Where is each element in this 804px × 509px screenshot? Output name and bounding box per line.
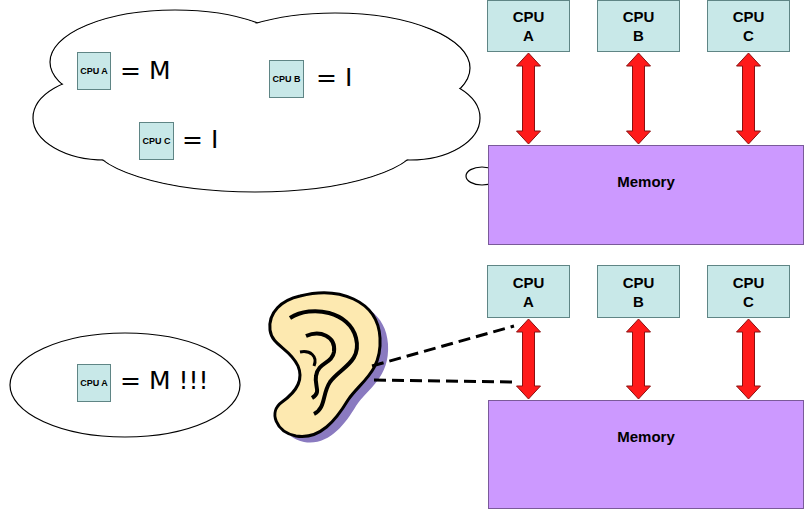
node-text: CPU A [80, 378, 108, 389]
cpu-box: CPU C [707, 265, 790, 318]
state-label: = I [316, 63, 352, 92]
state-label: = M !!! [120, 366, 208, 395]
node-text: CPU A [80, 66, 108, 77]
listen-lines [372, 326, 514, 382]
node-text: CPU A [513, 273, 545, 311]
state-label: = I [182, 125, 218, 154]
node-text: CPU A [513, 7, 545, 45]
bus-arrow [737, 53, 761, 144]
cpu-icon: CPU C [139, 122, 174, 160]
node-text: CPU C [733, 273, 765, 311]
bus-arrow [737, 319, 761, 399]
bus-arrow [517, 53, 541, 144]
cpu-icon: CPU B [269, 60, 304, 98]
node-text: Memory [617, 173, 675, 190]
state-label: = M [120, 56, 170, 85]
cpu-box: CPU C [707, 0, 790, 52]
node-text: CPU C [142, 136, 170, 147]
bus-arrow [627, 319, 651, 399]
bus-arrow [627, 53, 651, 144]
cpu-icon: CPU A [77, 52, 111, 90]
cpu-box: CPU B [597, 0, 680, 52]
cpu-box: CPU A [487, 265, 570, 318]
ear-icon [270, 293, 388, 443]
node-text: CPU C [733, 7, 765, 45]
node-text: Memory [617, 428, 675, 445]
cpu-box: CPU B [597, 265, 680, 318]
memory-box: Memory [488, 145, 804, 245]
node-text: CPU B [623, 273, 655, 311]
cpu-box: CPU A [487, 0, 570, 52]
memory-box: Memory [488, 400, 804, 509]
speech-oval [10, 333, 240, 437]
node-text: CPU B [272, 74, 300, 85]
cpu-icon: CPU A [77, 364, 111, 402]
node-text: CPU B [623, 7, 655, 45]
bus-arrow [517, 319, 541, 399]
